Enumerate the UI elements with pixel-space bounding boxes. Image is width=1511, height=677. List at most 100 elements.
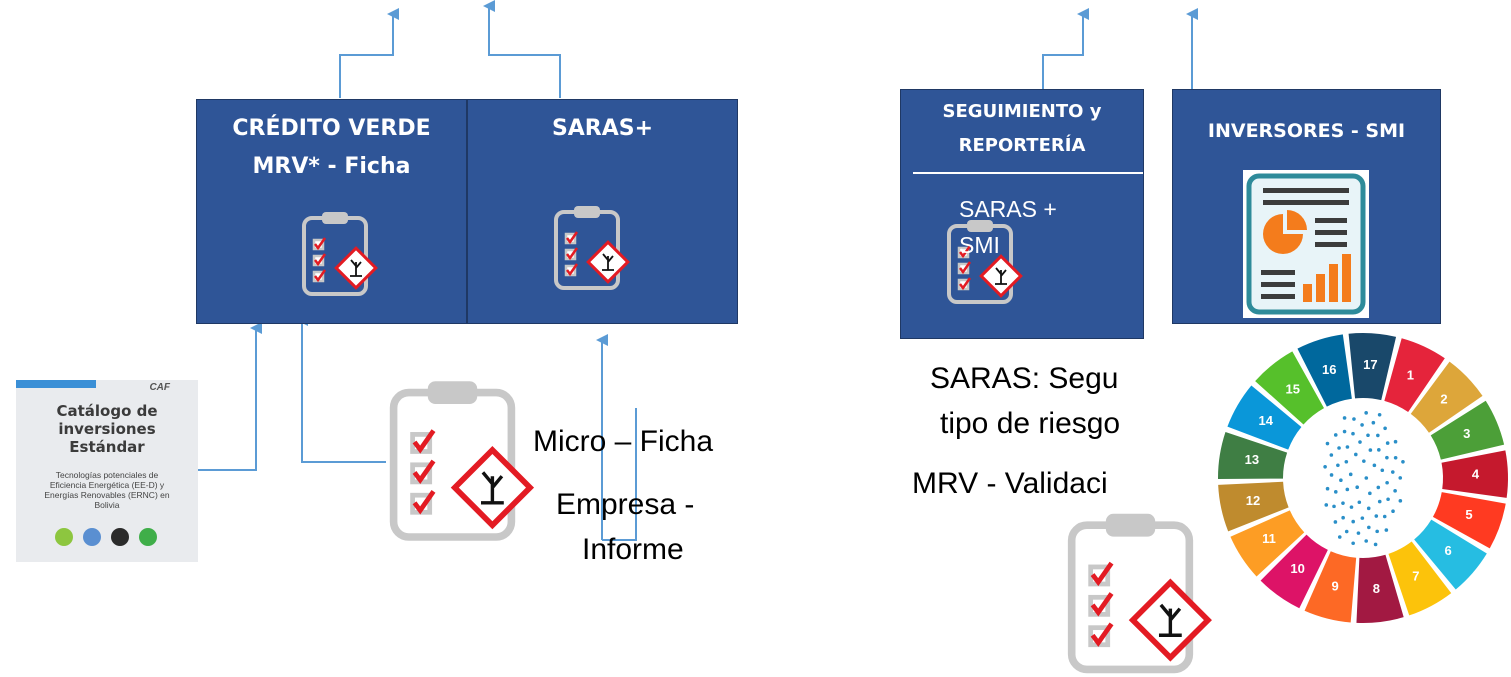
map-dot [1377,499,1382,504]
sdg-number-13: 13 [1245,452,1259,467]
sdg-number-8: 8 [1373,581,1380,596]
map-dot [1352,417,1356,421]
sdg-segment-2 [1410,361,1483,433]
inversores-box: INVERSORES - SMI [1172,89,1441,324]
map-dot [1324,503,1329,507]
map-dot [1332,504,1336,509]
sdg-segment-10 [1260,534,1328,609]
sdg-segment-11 [1230,510,1305,577]
empresa-label: Empresa - [556,488,695,521]
sdg-number-6: 6 [1445,543,1452,558]
catalog-desc-line-1: Tecnologías potenciales de [55,470,159,480]
map-dot [1329,473,1334,477]
map-dot [1357,500,1362,505]
map-dot [1349,505,1354,509]
connector-micro-to-credito [296,314,386,463]
map-dot [1366,433,1370,438]
map-dot [1325,486,1330,491]
seguimiento-subtitle: REPORTERÍA [958,135,1086,156]
map-dot [1364,411,1368,415]
sdg-number-9: 9 [1332,578,1339,593]
map-dot [1360,423,1364,427]
map-dot [1333,433,1338,437]
map-dot [1364,539,1368,543]
sdg-goal-9: 9 [1304,551,1357,623]
sdg-segment-14 [1227,385,1302,450]
sdg-goal-2: 2 [1410,361,1483,433]
sdg-segment-7 [1388,541,1452,616]
sdg-goal-5: 5 [1432,492,1506,549]
sdg-number-5: 5 [1465,507,1472,522]
catalog-technology-icons [55,528,157,546]
map-dot [1401,459,1405,464]
sdg-segment-12 [1218,481,1289,532]
map-dot [1329,453,1334,457]
map-dot [1325,441,1330,446]
map-dot [1351,519,1355,524]
map-dot [1336,463,1340,468]
map-dot [1375,529,1379,534]
map-dot [1342,416,1347,420]
connector-catalog-to-credito [198,322,262,471]
map-dot [1384,528,1389,532]
catalog-desc-line-3: Energías Renovables (ERNC) en [44,490,170,500]
map-dot [1342,429,1347,434]
micro-ficha-label: Micro – Ficha [533,425,714,458]
map-dot [1354,452,1358,457]
map-dot [1368,448,1373,452]
map-dot [1368,491,1372,496]
map-dot [1360,516,1365,520]
checklist-hazard-icon [302,212,378,296]
sdg-segment-17 [1348,333,1397,401]
sdg-goal-14: 14 [1227,385,1302,450]
sdg-number-2: 2 [1440,391,1447,406]
sdg-goal-11: 11 [1230,510,1305,577]
checklist-hazard-icon [947,220,1023,304]
sdg-segment-15 [1255,351,1325,425]
map-dot [1345,487,1350,492]
right-text-clip: SARAS: Segu tipo de riesgo MRV - Validac… [900,355,1155,515]
sdg-goal-10: 10 [1260,534,1328,609]
report-document-icon [1243,170,1369,318]
saras-plus-box: SARAS+ [467,99,738,324]
credito-verde-title: CRÉDITO VERDE [232,116,431,141]
catalog-brand: CAF [149,382,170,393]
sdg-goal-12: 12 [1218,481,1289,532]
catalog-desc-line-4: Bolivia [94,500,120,510]
map-dot [1393,439,1398,444]
map-dot [1385,441,1390,445]
inversores-title: INVERSORES - SMI [1207,120,1406,142]
map-dot [1385,455,1389,460]
checklist-hazard-icon [1067,513,1212,674]
sdg-goal-7: 7 [1388,541,1452,616]
map-dot [1356,531,1361,535]
saras-plus-title: SARAS+ [551,116,654,141]
catalog-title: Catálogo de inversiones Estándar [16,402,198,456]
map-dot [1345,445,1350,449]
sdg-goal-3: 3 [1430,400,1505,460]
map-dot [1373,542,1378,547]
sdg-number-7: 7 [1412,569,1419,584]
map-dot [1337,535,1342,539]
map-dot [1344,459,1349,464]
connector-credito-up [339,8,399,98]
sdg-goal-4: 4 [1441,450,1508,498]
map-dot [1341,501,1345,505]
map-dot [1390,470,1395,474]
map-dot [1348,472,1353,477]
map-dot [1393,489,1397,493]
map-dot [1398,476,1403,480]
map-dot [1358,440,1362,444]
sdg-goal-17: 17 [1348,333,1397,401]
map-dot [1391,509,1395,514]
catalog-title-line-2: inversiones [58,420,156,438]
map-dot [1398,499,1403,503]
sdg-segment-4 [1441,450,1508,498]
map-dot [1382,514,1387,519]
connector-bracket [602,408,637,541]
map-dot [1385,480,1389,485]
map-dot [1371,420,1376,425]
bulb-icon [55,528,73,546]
catalog-description: Tecnologías potenciales de Eficiencia En… [16,470,198,510]
map-dot [1333,490,1338,494]
